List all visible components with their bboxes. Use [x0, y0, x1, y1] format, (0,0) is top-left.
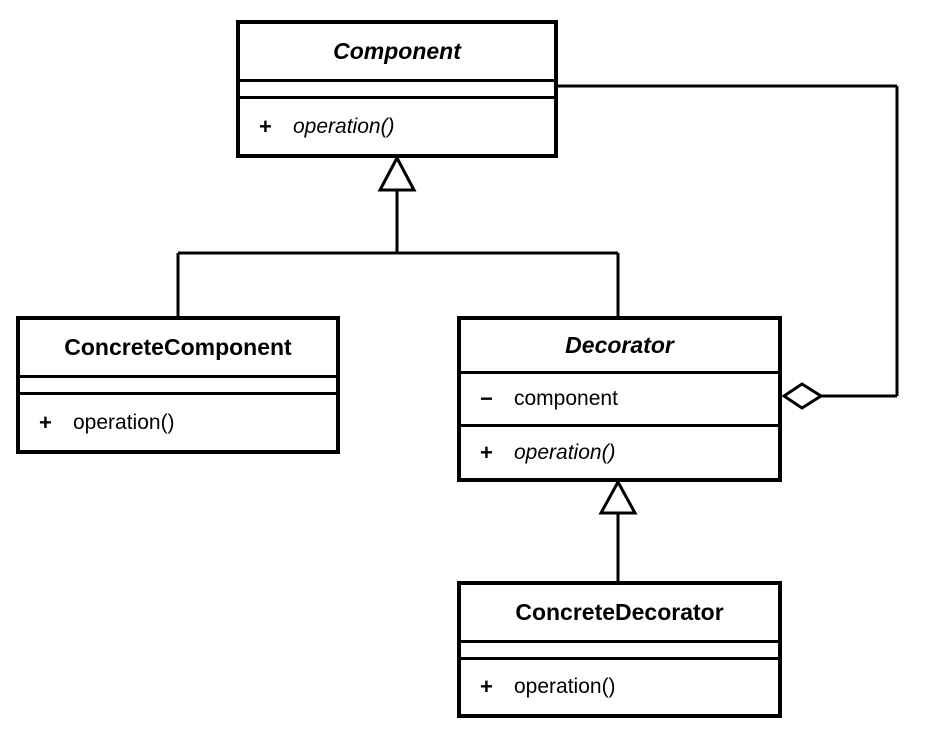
aggregation-decorator-component [558, 84, 899, 410]
operation-name: operation() [293, 114, 395, 138]
visibility-private-icon: − [480, 386, 493, 411]
operation-name: operation() [514, 440, 616, 464]
class-box-concrete-decorator[interactable]: ConcreteDecorator + operation() [457, 581, 782, 718]
operation-row-concrete-component-operation: + operation() [20, 392, 336, 450]
generalization-concrete-decorator [598, 478, 638, 583]
hollow-triangle-icon [377, 154, 417, 192]
attributes-compartment-concrete-component [20, 375, 336, 392]
visibility-public-icon: + [39, 409, 52, 435]
class-name-decorator: Decorator [461, 320, 778, 371]
class-box-component[interactable]: Component + operation() [236, 20, 558, 158]
visibility-public-icon: + [259, 113, 272, 139]
hollow-diamond-icon [781, 382, 824, 410]
attributes-compartment-concrete-decorator [461, 639, 778, 657]
attributes-compartment-component [240, 79, 554, 96]
class-name-concrete-component: ConcreteComponent [20, 320, 336, 375]
operation-row-component-operation: + operation() [240, 96, 554, 154]
operation-row-concrete-decorator-operation: + operation() [461, 656, 778, 714]
visibility-public-icon: + [480, 673, 493, 699]
attribute-row-decorator-component: −component [461, 370, 778, 425]
class-box-concrete-component[interactable]: ConcreteComponent + operation() [16, 316, 340, 454]
hollow-triangle-icon [598, 478, 638, 515]
operation-name: operation() [73, 410, 175, 434]
operation-row-decorator-operation: + operation() [461, 424, 778, 479]
attribute-name: component [514, 387, 618, 410]
class-name-concrete-decorator: ConcreteDecorator [461, 585, 778, 640]
class-box-decorator[interactable]: Decorator −component + operation() [457, 316, 782, 482]
visibility-public-icon: + [480, 439, 493, 465]
generalization-tree-component [176, 154, 620, 318]
operation-name: operation() [514, 674, 616, 698]
class-name-component: Component [240, 24, 554, 79]
